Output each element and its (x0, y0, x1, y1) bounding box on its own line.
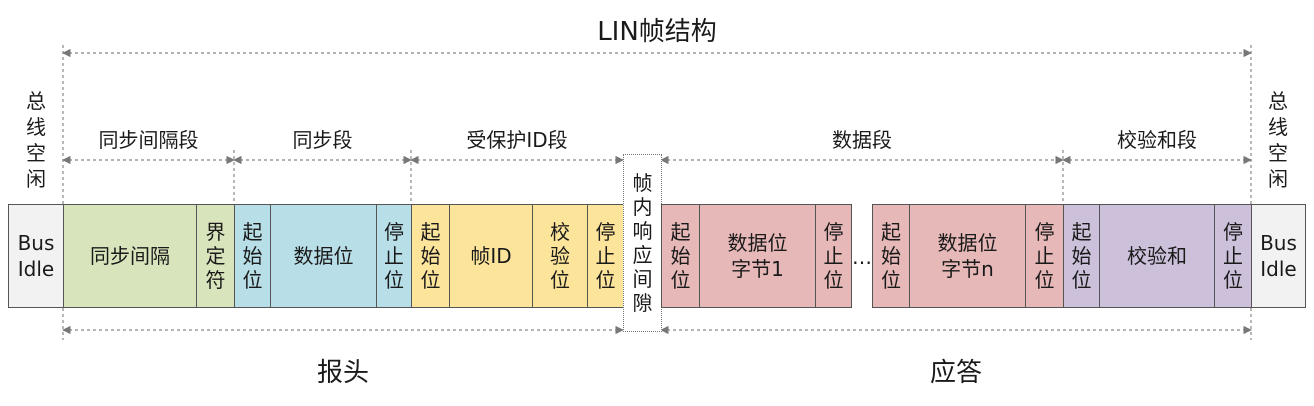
field-stop-bit-sync: 停止位 (376, 204, 412, 308)
field-inter-frame-response-space: 帧内响应间隙 (623, 154, 662, 332)
field-start-bit-data1: 起始位 (661, 204, 700, 308)
field-sync-break: 同步间隔 (63, 204, 197, 308)
field-start-bit-datan: 起始位 (872, 204, 910, 308)
segment-label-data: 数据段 (832, 127, 892, 152)
field-stop-bit-datan: 停止位 (1025, 204, 1064, 308)
field-checksum: 校验和 (1099, 204, 1215, 308)
segment-label-sync-break: 同步间隔段 (98, 127, 199, 152)
field-delimiter: 界定符 (196, 204, 235, 308)
segment-label-checksum: 校验和段 (1117, 127, 1197, 152)
field-stop-bit-data1: 停止位 (815, 204, 852, 308)
field-data-byte-n: 数据位 字节n (909, 204, 1026, 308)
field-parity-bits: 校验位 (532, 204, 588, 308)
field-bus-idle-right: Bus Idle (1251, 204, 1306, 308)
response-label: 应答 (929, 357, 982, 388)
field-frame-id: 帧ID (449, 204, 533, 308)
header-label: 报头 (316, 357, 369, 388)
bus-idle-label-right: 总线空闲 (1268, 89, 1288, 191)
segment-label-sync: 同步段 (292, 127, 353, 152)
bus-idle-label-left: 总线空闲 (26, 89, 46, 191)
field-data-bits-sync: 数据位 (270, 204, 377, 308)
field-start-bit-sync: 起始位 (234, 204, 271, 308)
segment-label-pid: 受保护ID段 (466, 127, 568, 152)
field-start-bit-pid: 起始位 (411, 204, 450, 308)
field-data-byte-1: 数据位 字节1 (699, 204, 816, 308)
field-start-bit-checksum: 起始位 (1063, 204, 1100, 308)
diagram-title: LIN帧结构 (597, 16, 717, 47)
field-stop-bit-pid: 停止位 (587, 204, 624, 308)
ellipsis: … (852, 245, 872, 269)
field-bus-idle-left: Bus Idle (8, 204, 64, 308)
field-stop-bit-checksum: 停止位 (1214, 204, 1252, 308)
